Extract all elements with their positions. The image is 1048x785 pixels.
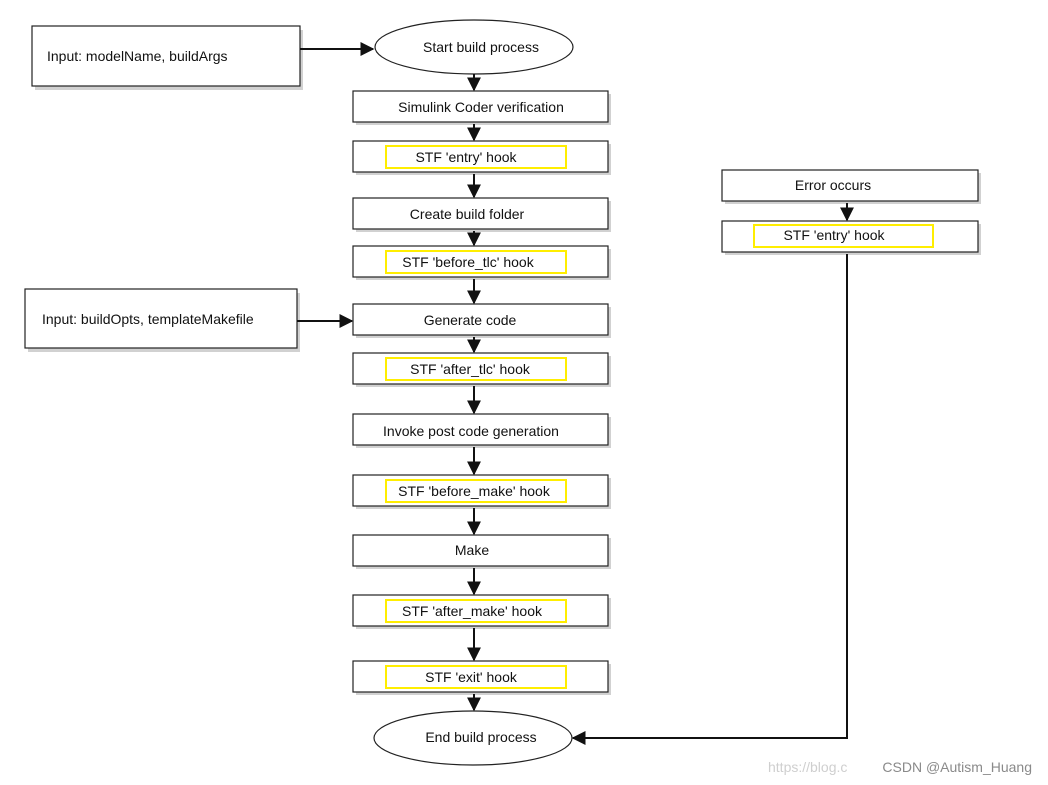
input-opts-label: Input: buildOpts, templateMakefile: [42, 311, 254, 327]
step-make: Make: [352, 534, 611, 569]
step-verify-label: Simulink Coder verification: [398, 99, 564, 115]
step-make-label: Make: [455, 542, 489, 558]
step-post-codegen-label: Invoke post code generation: [383, 423, 559, 439]
step-after-tlc-label: STF 'after_tlc' hook: [410, 361, 531, 377]
step-entry-hook: STF 'entry' hook: [352, 140, 611, 175]
step-exit-hook: STF 'exit' hook: [352, 660, 611, 695]
error-occurs-box: Error occurs: [721, 169, 981, 204]
input-opts-box: Input: buildOpts, templateMakefile: [24, 288, 300, 352]
step-verify: Simulink Coder verification: [352, 90, 611, 125]
step-post-codegen: Invoke post code generation: [352, 413, 611, 448]
connectors: [297, 42, 854, 745]
step-create-folder: Create build folder: [352, 197, 611, 232]
step-before-make-label: STF 'before_make' hook: [398, 483, 551, 499]
input-model-box: Input: modelName, buildArgs: [31, 25, 303, 90]
error-entry-hook-label: STF 'entry' hook: [783, 227, 885, 243]
step-generate-code: Generate code: [352, 303, 611, 338]
start-label: Start build process: [423, 39, 539, 55]
step-before-tlc: STF 'before_tlc' hook: [352, 245, 611, 280]
step-entry-hook-label: STF 'entry' hook: [415, 149, 517, 165]
watermark-url: https://blog.c: [768, 759, 847, 775]
step-after-make: STF 'after_make' hook: [352, 594, 611, 629]
step-create-folder-label: Create build folder: [410, 206, 525, 222]
step-after-make-label: STF 'after_make' hook: [402, 603, 543, 619]
watermark-credit: CSDN @Autism_Huang: [882, 759, 1032, 775]
end-label: End build process: [425, 729, 536, 745]
start-terminal: Start build process: [374, 19, 574, 75]
input-model-label: Input: modelName, buildArgs: [47, 48, 228, 64]
arrow-error-hook-to-end: [571, 254, 848, 745]
step-exit-hook-label: STF 'exit' hook: [425, 669, 518, 685]
step-generate-code-label: Generate code: [424, 312, 517, 328]
step-before-tlc-label: STF 'before_tlc' hook: [402, 254, 534, 270]
end-terminal: End build process: [373, 710, 573, 766]
error-entry-hook-box: STF 'entry' hook: [721, 220, 981, 255]
watermark: https://blog.c CSDN @Autism_Huang: [768, 759, 1032, 775]
step-before-make: STF 'before_make' hook: [352, 474, 611, 509]
step-after-tlc: STF 'after_tlc' hook: [352, 352, 611, 387]
error-occurs-label: Error occurs: [795, 177, 871, 193]
